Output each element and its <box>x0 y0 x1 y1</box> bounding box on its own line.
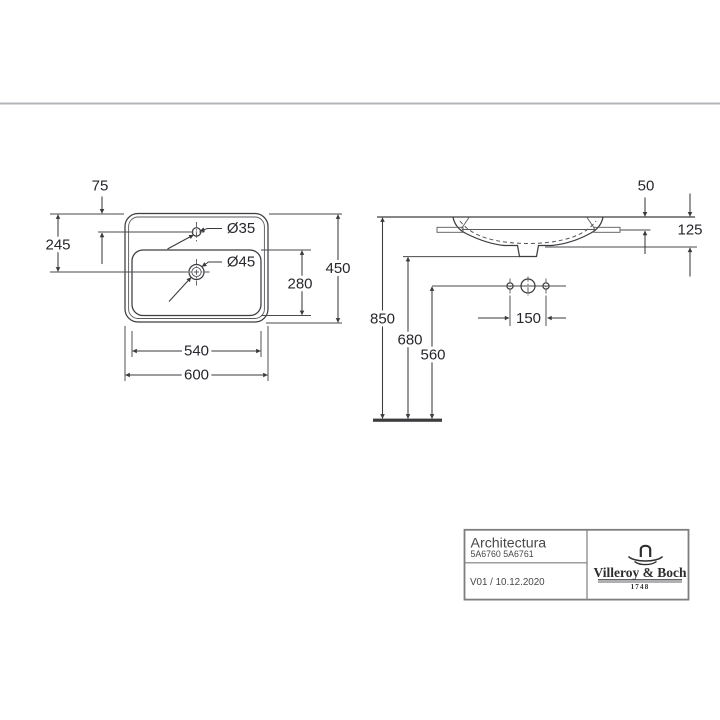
title-block-border <box>463 528 690 601</box>
dim-rim-height: 850 <box>370 311 395 328</box>
dim-rim-above-counter: 50 <box>638 178 655 195</box>
dim-overall-depth: 450 <box>325 260 350 277</box>
basin-outline-front <box>436 216 621 258</box>
dim-drain-diameter: Ø45 <box>227 254 255 271</box>
dim-fixing-holes-spacing: 150 <box>516 310 541 327</box>
dim-drain-offset: 245 <box>45 237 70 254</box>
plan-dimension-lines <box>55 196 341 378</box>
plan-view: 75 245 Ø35 Ø45 280 450 540 600 <box>42 175 353 387</box>
mounting-lug-right <box>593 226 621 233</box>
mounting-lug-left <box>436 226 464 233</box>
brand-logo: Villeroy & Boch 1748 <box>594 544 687 591</box>
front-reference-lines <box>377 216 697 287</box>
dim-bowl-width: 540 <box>184 343 209 360</box>
dim-tap-offset: 75 <box>92 178 109 195</box>
product-name: Architectura <box>471 536 547 552</box>
plan-extension-lines <box>50 213 342 381</box>
dim-bowl-depth: 280 <box>287 276 312 293</box>
dim-fixing-holes-height: 560 <box>420 347 445 364</box>
article-numbers: 5A6760 5A6761 <box>471 549 534 559</box>
dim-overall-width: 600 <box>184 367 209 384</box>
drain-hole <box>183 259 210 286</box>
basin-outline-plan <box>124 212 269 323</box>
dim-installation-depth: 125 <box>677 222 702 239</box>
front-view: 50 125 850 680 560 150 <box>367 175 706 422</box>
title-block: Architectura 5A6760 5A6761 V01 / 10.12.2… <box>463 528 690 601</box>
front-dimension-lines <box>380 193 693 419</box>
tap-hole <box>188 222 206 242</box>
villeroy-boch-amphora-icon <box>627 544 664 566</box>
version-date: V01 / 10.12.2020 <box>470 577 545 588</box>
floor-line <box>373 418 442 422</box>
dim-tap-hole-diameter: Ø35 <box>227 220 255 237</box>
brand-year: 1748 <box>631 583 650 591</box>
dim-underside-height: 680 <box>397 332 422 349</box>
brand-name: Villeroy & Boch <box>594 565 687 580</box>
fixing-holes <box>506 276 550 326</box>
